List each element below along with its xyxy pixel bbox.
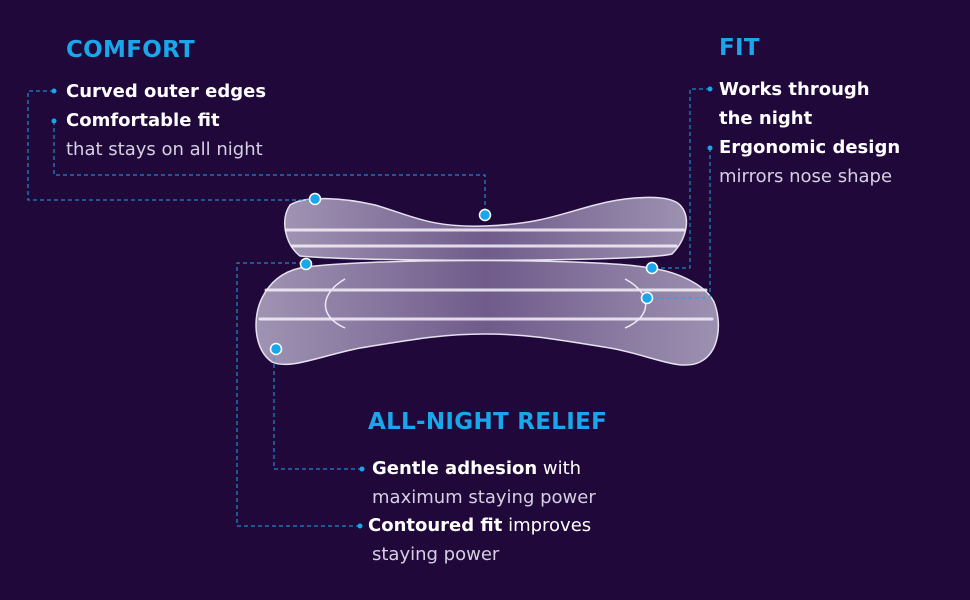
fit-item-works-through-night: Works through the night bbox=[719, 75, 870, 133]
fit-item-1-label: Works through bbox=[719, 79, 870, 100]
relief-heading: ALL-NIGHT RELIEF bbox=[368, 409, 608, 435]
strip-lower-piece bbox=[255, 259, 720, 366]
fit-item-2-desc: mirrors nose shape bbox=[719, 166, 893, 187]
comfort-item-comfortable-fit: Comfortable fit that stays on all night bbox=[66, 106, 263, 164]
fit-item-2-label: Ergonomic design bbox=[719, 137, 901, 158]
comfort-item-2-desc: that stays on all night bbox=[66, 139, 263, 160]
fit-heading: FIT bbox=[719, 35, 760, 61]
leader-lines bbox=[27, 88, 711, 527]
comfort-item-curved-edges: Curved outer edges bbox=[66, 77, 266, 106]
fit-item-ergonomic-design: Ergonomic design mirrors nose shape bbox=[719, 133, 900, 191]
splint-bands bbox=[258, 228, 714, 321]
comfort-heading: COMFORT bbox=[66, 37, 196, 63]
contour-arc-left bbox=[324, 278, 346, 329]
marker-dots bbox=[269, 192, 659, 356]
comfort-item-1-label: Curved outer edges bbox=[66, 81, 267, 102]
fit-item-1-label-line2: the night bbox=[719, 108, 813, 129]
leader-end-dots bbox=[51, 86, 713, 529]
comfort-item-2-label: Comfortable fit bbox=[66, 110, 220, 131]
relief-item-contoured-fit: Contoured fit improves staying power bbox=[368, 511, 591, 569]
relief-item-2-inline: improves bbox=[502, 515, 592, 536]
relief-item-2-label: Contoured fit bbox=[368, 515, 503, 536]
relief-item-2-desc: staying power bbox=[372, 544, 500, 565]
relief-item-1-inline: with bbox=[537, 458, 582, 479]
relief-item-1-desc: maximum staying power bbox=[372, 487, 596, 508]
relief-item-1-label: Gentle adhesion bbox=[372, 458, 538, 479]
relief-item-gentle-adhesion: Gentle adhesion with maximum staying pow… bbox=[372, 454, 596, 512]
